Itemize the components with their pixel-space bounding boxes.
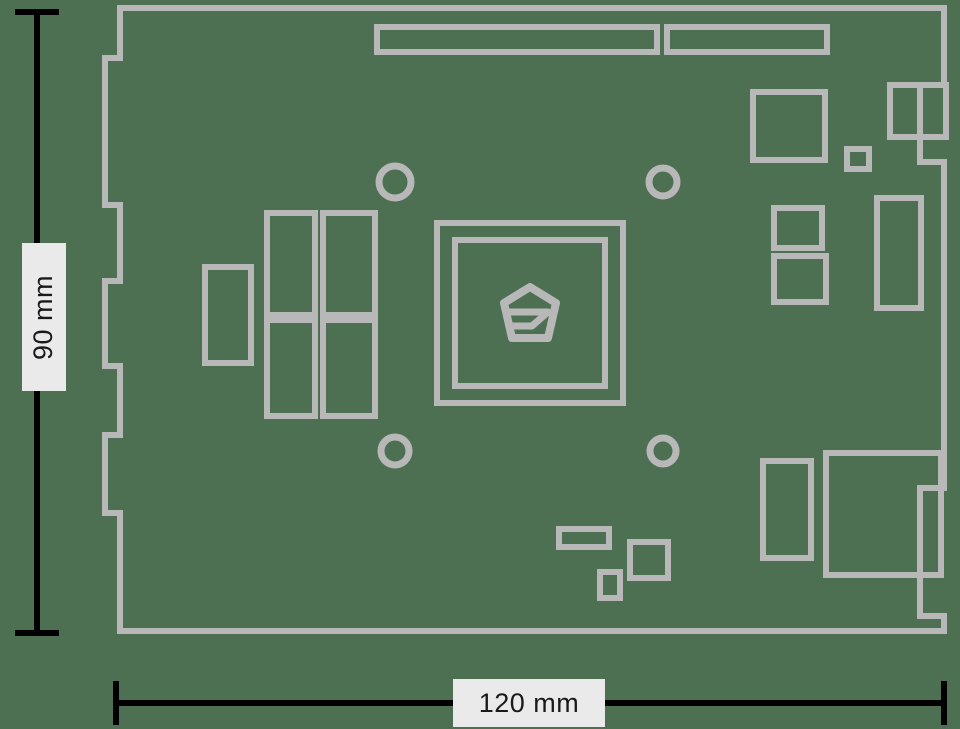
connector-right-tall bbox=[874, 195, 924, 311]
connector-bottom-right-tall bbox=[760, 458, 814, 561]
width-dimension-text: 120 mm bbox=[478, 687, 580, 718]
cpu-package-inner bbox=[452, 237, 608, 389]
cpu-logo-bar bbox=[508, 308, 552, 330]
pcb-outline bbox=[102, 5, 947, 634]
ic-chip-right-lower bbox=[771, 253, 829, 305]
connector-header-short bbox=[664, 24, 830, 55]
mounting-hole-top-right bbox=[645, 164, 681, 200]
ic-chip-top-right-large bbox=[750, 89, 828, 163]
cpu-vendor-logo bbox=[500, 283, 560, 342]
mounting-hole-top-left bbox=[375, 162, 415, 202]
connector-header-long bbox=[374, 24, 660, 55]
memory-chip-top-left bbox=[264, 210, 318, 318]
memory-chip-bottom-left bbox=[264, 317, 318, 419]
mounting-hole-bottom-left bbox=[377, 433, 413, 469]
board-components bbox=[202, 24, 949, 601]
component-bottom-square bbox=[627, 539, 671, 581]
memory-chip-bottom-right bbox=[320, 317, 378, 419]
ic-chip-corner-right bbox=[887, 82, 949, 140]
memory-chip-left-single bbox=[202, 264, 254, 366]
connector-bottom-right-large bbox=[823, 450, 944, 578]
ic-chip-right-upper bbox=[771, 205, 825, 251]
component-bottom-bar bbox=[556, 526, 612, 550]
height-dimension-text: 90 mm bbox=[28, 274, 59, 360]
component-bottom-small bbox=[597, 569, 623, 601]
mounting-hole-bottom-right bbox=[646, 434, 680, 468]
cpu-package-outer bbox=[434, 220, 626, 406]
cpu-logo-pentagon bbox=[500, 283, 560, 342]
height-dimension-label: 90 mm bbox=[22, 243, 66, 391]
memory-chip-top-right bbox=[320, 210, 378, 318]
mounting-holes bbox=[375, 162, 681, 469]
width-dimension-label: 120 mm bbox=[453, 679, 605, 727]
component-tiny-square bbox=[844, 146, 872, 172]
